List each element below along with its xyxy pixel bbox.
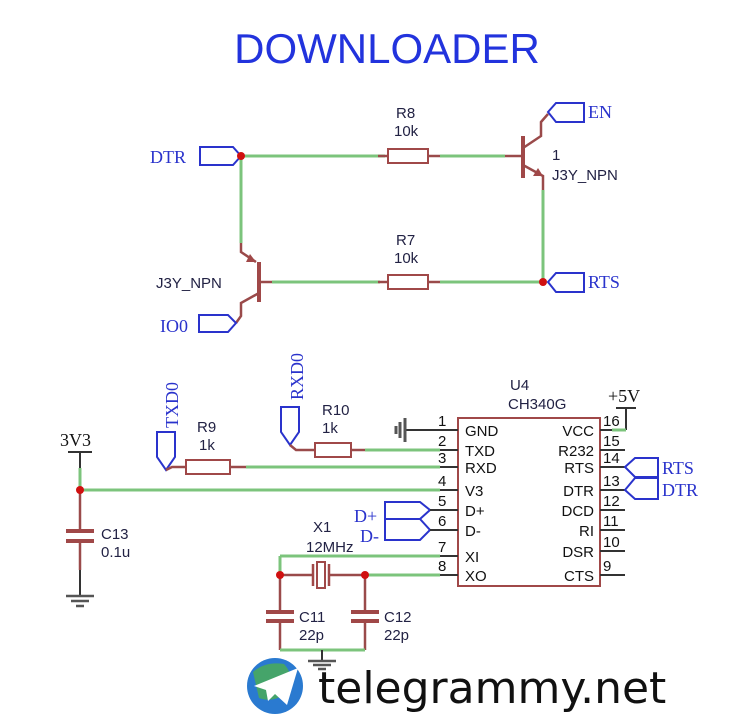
ic-pin-number: 13 [603,473,620,490]
ic-pin-name: DCD [562,503,595,520]
watermark: telegrammy.net [247,658,668,716]
q2-value: J3Y_NPN [156,275,222,292]
capacitor-c11 [266,610,294,623]
net-label-3v3: 3V3 [60,430,91,450]
c11-value: 22p [299,627,324,644]
ic-pin-name: XO [465,568,487,585]
ic-pin-name: TXD [465,443,495,460]
net-port-txd0 [156,431,176,472]
net-label-io0: IO0 [160,316,188,336]
net-label-dminus: D- [360,526,379,546]
r9-value: 1k [199,437,215,454]
resistor-r9 [185,459,231,475]
net-label-dtr: DTR [150,147,186,167]
r10-ref: R10 [322,402,350,419]
u4-ref: U4 [510,377,529,394]
net-label-rts: RTS [588,272,620,292]
ic-pin-number: 4 [438,473,446,490]
ic-pin-name: D- [465,523,481,540]
transistor-q1 [521,113,549,190]
net-port-rts-right [623,457,659,478]
u4-value: CH340G [508,396,566,413]
r7-value: 10k [394,250,419,267]
net-port-io0 [198,314,238,333]
ic-pin-name: CTS [564,568,594,585]
c11-ref: C11 [299,609,325,626]
ic-pin-number: 1 [438,413,446,430]
r8-value: 10k [394,123,419,140]
capacitor-c13 [66,529,94,543]
ic-pin-number: 10 [603,534,620,551]
ic-pin-number: 9 [603,558,611,575]
ground-icon [394,418,407,442]
transistor-q2 [234,262,272,324]
ic-pin-name: D+ [465,503,485,520]
c12-value: 22p [384,627,409,644]
r8-ref: R8 [396,105,415,122]
r9-ref: R9 [197,419,216,436]
resistor-r10 [314,442,352,458]
ic-pin-number: 8 [438,558,446,575]
ic-pin-name: XI [465,549,479,566]
net-port-dtr [199,146,243,166]
net-label-rxd0: RXD0 [287,353,307,400]
net-port-dtr-right [623,477,659,500]
page-title: DOWNLOADER [234,25,540,72]
ic-pin-number: 5 [438,493,446,510]
net-label-5v: +5V [608,386,640,406]
c13-ref: C13 [101,526,129,543]
resistor-r7 [387,274,429,290]
ground-icon [66,594,94,608]
resistor-r8 [387,148,429,164]
ic-pin-number: 12 [603,493,620,510]
ic-pin-name: RXD [465,460,497,477]
net-label-txd0: TXD0 [162,382,182,428]
ic-pin-number: 3 [438,450,446,467]
net-label-dtr-right: DTR [662,480,698,500]
q1-value: J3Y_NPN [552,167,618,184]
ic-pin-number: 2 [438,433,446,450]
ic-pin-number: 6 [438,513,446,530]
net-label-rts-right: RTS [662,458,694,478]
net-port-dplus [384,501,432,520]
c12-ref: C12 [384,609,412,626]
ic-pin-name: VCC [562,423,594,440]
net-port-dminus [384,518,432,541]
ic-pin-name: RI [579,523,594,540]
c13-value: 0.1u [101,544,130,561]
ic-pin-number: 15 [603,433,620,450]
q1-ref: 1 [552,147,560,164]
ic-u4 [457,417,601,587]
auto-reset-circuit: DTR R8 10k EN 1 J3Y_NPN J3Y_NPN IO0 [150,102,620,336]
x1-value: 12MHz [306,539,354,556]
crystal-x1 [311,561,331,589]
r7-ref: R7 [396,232,415,249]
ic-pin-number: 14 [603,450,620,467]
ic-pin-number: 7 [438,539,446,556]
capacitor-c12 [351,610,379,623]
net-port-rts [546,272,585,293]
watermark-text: telegrammy.net [318,663,666,714]
x1-ref: X1 [313,519,331,536]
ic-pin-number: 11 [603,513,619,530]
ic-pin-name: R232 [558,443,594,460]
ic-pin-name: V3 [465,483,483,500]
net-label-en: EN [588,102,612,122]
telegram-globe-icon [247,658,303,714]
ic-pin-number: 16 [603,413,620,430]
ground-icon [308,659,336,671]
ic-pin-name: RTS [564,460,594,477]
ic-pin-name: GND [465,423,499,440]
ic-pin-name: DSR [562,544,594,561]
net-port-en [546,102,585,123]
net-port-rxd0 [280,406,300,447]
ic-pin-name: DTR [563,483,594,500]
r10-value: 1k [322,420,338,437]
net-label-dplus: D+ [354,506,377,526]
